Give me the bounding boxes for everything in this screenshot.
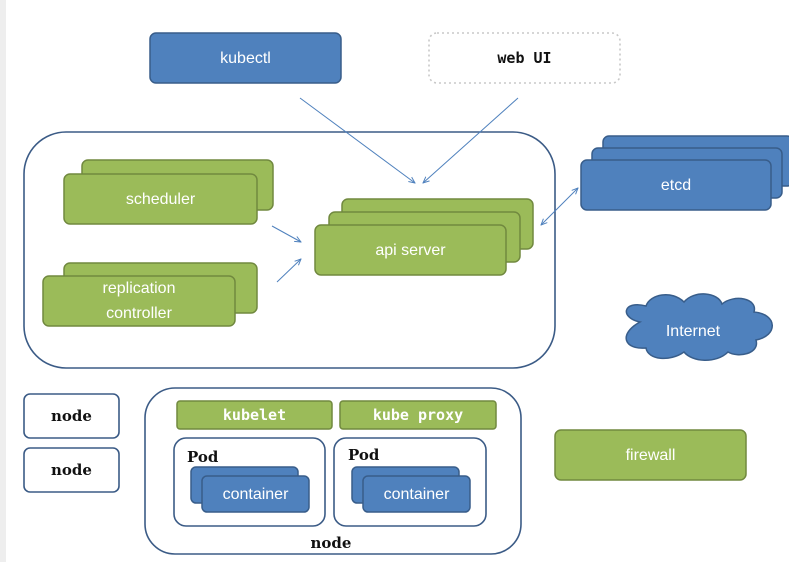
firewall-label: firewall	[625, 446, 676, 464]
node-container	[144, 387, 522, 555]
etcd-stack[interactable]	[580, 135, 789, 211]
pod-label-1: Pod	[187, 447, 219, 466]
api-server-stack[interactable]	[314, 198, 534, 276]
container-label-2: container	[383, 485, 450, 503]
api-etcd-arrow	[541, 188, 578, 225]
node-label-2: node	[51, 460, 92, 479]
container-stack-2[interactable]	[351, 466, 471, 513]
replication-controller-stack[interactable]	[42, 262, 258, 327]
web-ui-label: web UI	[497, 48, 552, 67]
node-label-1: node	[51, 406, 92, 425]
firewall-box[interactable]	[554, 429, 747, 481]
internet-label: Internet	[665, 322, 721, 340]
node-bottom-label: node	[310, 533, 352, 552]
kubelet-box[interactable]	[176, 400, 333, 430]
replication-controller-label: replication controller	[43, 276, 235, 326]
etcd-label: etcd	[660, 176, 692, 194]
replication-to-api-arrow	[276, 259, 301, 283]
replication-label-line1: replication	[102, 280, 176, 297]
web-ui-box[interactable]	[428, 32, 621, 84]
kubectl-to-api-arrow	[299, 97, 415, 183]
scheduler-to-api-arrow	[271, 225, 301, 242]
node-box-2[interactable]	[23, 447, 120, 493]
node-box-1[interactable]	[23, 393, 120, 439]
kubectl-box[interactable]	[149, 32, 342, 84]
pod-label-2: Pod	[348, 445, 380, 464]
scheduler-label: scheduler	[125, 190, 196, 208]
kubelet-label: kubelet	[222, 405, 287, 424]
scheduler-stack[interactable]	[63, 159, 274, 225]
container-label-1: container	[222, 485, 289, 503]
kubectl-label: kubectl	[220, 49, 271, 67]
kube-proxy-label: kube proxy	[372, 405, 464, 424]
container-stack-1[interactable]	[190, 466, 310, 513]
left-gutter	[0, 0, 6, 562]
kube-proxy-box[interactable]	[339, 400, 497, 430]
internet-cloud[interactable]	[625, 293, 773, 361]
replication-label-line2: controller	[106, 305, 172, 322]
master-container	[23, 131, 556, 369]
webui-to-api-arrow	[423, 97, 519, 183]
api-server-label: api server	[375, 241, 446, 259]
